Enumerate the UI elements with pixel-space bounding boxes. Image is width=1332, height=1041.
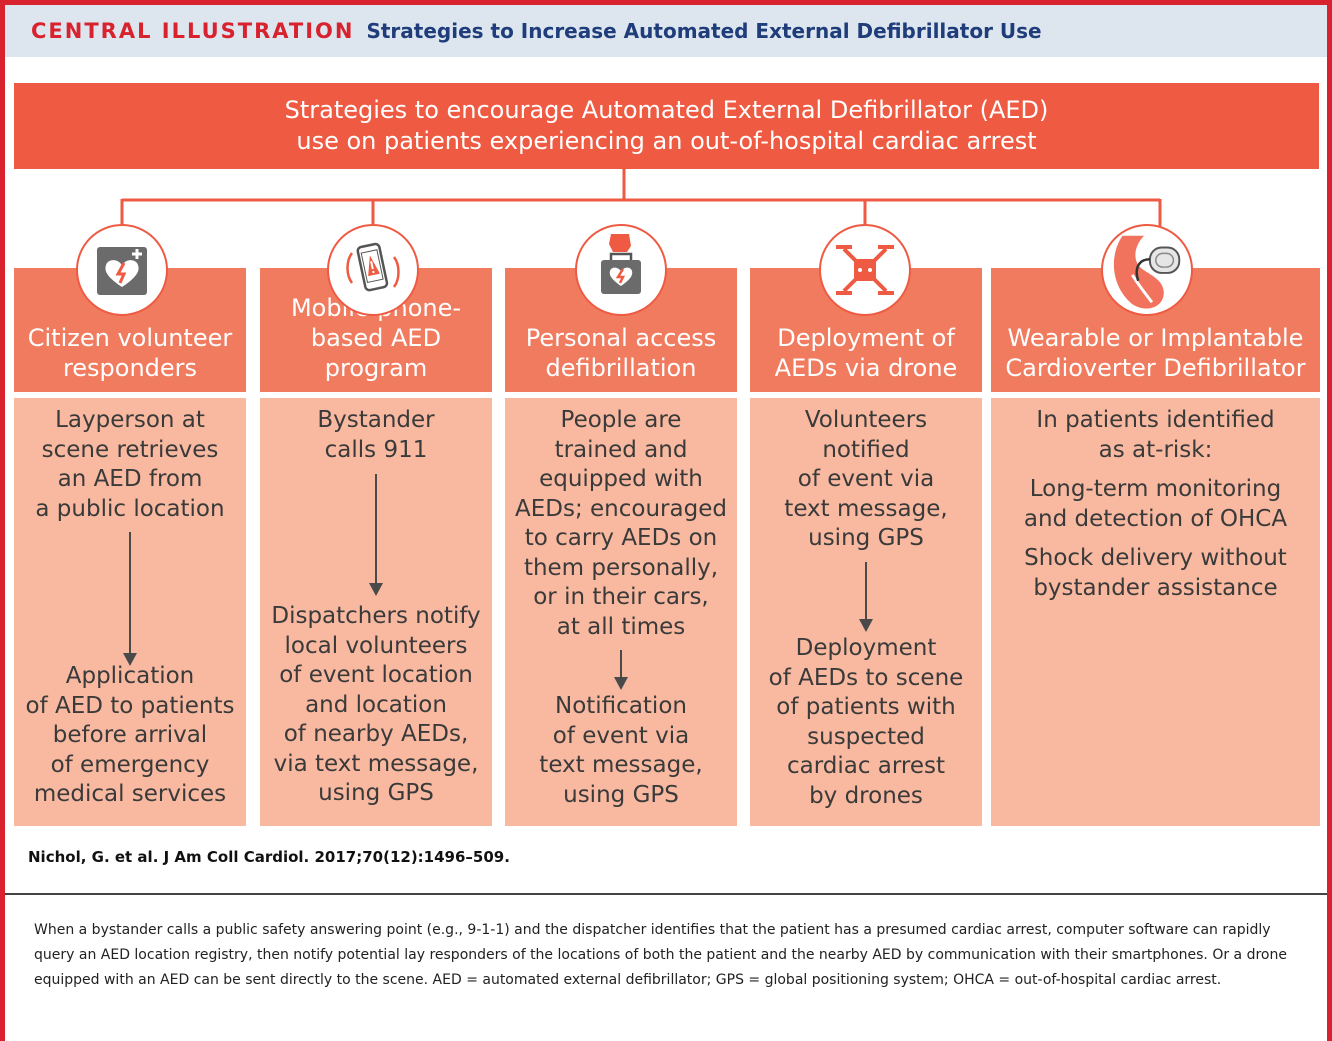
- flow-arrow: [859, 562, 873, 632]
- step-text-line: by drones: [809, 782, 923, 809]
- flow-arrow: [123, 532, 137, 666]
- step-middle: Long-term monitoring and detection of OHC…: [991, 475, 1320, 534]
- strategy-title: Mobile phone- based AED program: [260, 268, 492, 392]
- title-line: Citizen volunteer: [27, 324, 233, 352]
- step-text-line: an AED from: [57, 466, 203, 492]
- step-top: Volunteers notified of event via text mess…: [750, 406, 982, 554]
- step-text-line: text message,: [784, 495, 948, 522]
- figure-caption: When a bystander calls a public safety a…: [34, 922, 1287, 988]
- strategy-body: In patients identified as at-risk: Long-t…: [991, 398, 1320, 826]
- step-text-line: using GPS: [808, 525, 924, 551]
- step-text-line: before arrival: [52, 722, 208, 748]
- strategies-banner: Strategies to encourage Automated Extern…: [14, 83, 1319, 169]
- banner-line-2: use on patients experiencing an out-of-h…: [296, 127, 1037, 155]
- step-bottom: Notification of event via text message, us…: [505, 692, 737, 810]
- title-line: Cardioverter Defibrillator: [1005, 354, 1306, 382]
- step-text-line: In patients identified: [1036, 407, 1275, 433]
- mobile-phone-icon: [327, 224, 419, 316]
- step-text-line: of emergency: [50, 751, 210, 778]
- title-line: based AED program: [310, 324, 442, 382]
- title-line: defibrillation: [545, 354, 697, 382]
- strategy-body: Volunteers notified of event via text mess…: [750, 398, 982, 826]
- banner-line-1: Strategies to encourage Automated Extern…: [284, 96, 1049, 124]
- step-text-line: Shock delivery without: [1024, 545, 1287, 571]
- step-text-line: as at-risk:: [1098, 436, 1213, 463]
- citation: Nichol, G. et al. J Am Coll Cardiol. 201…: [28, 848, 510, 866]
- drone-icon: [819, 224, 911, 316]
- step-bottom: Dispatchers notify local volunteers of ev…: [260, 602, 492, 809]
- step-text-line: and location: [305, 691, 447, 718]
- step-text-line: equipped with: [539, 466, 703, 492]
- aed-heart-icon: [76, 224, 168, 316]
- step-text-line: using GPS: [318, 780, 434, 806]
- step-text-line: calls 911: [324, 436, 428, 463]
- step-text-line: and detection of OHCA: [1023, 505, 1288, 532]
- step-text-line: scene retrieves: [41, 436, 219, 463]
- step-text-line: trained and: [554, 436, 688, 463]
- step-text-line: local volunteers: [284, 632, 468, 659]
- step-text-line: medical services: [33, 781, 227, 807]
- step-top: In patients identified as at-risk:: [991, 406, 1320, 465]
- step-text-line: People are: [560, 407, 682, 433]
- strategy-mobile-phone: Mobile phone- based AED program Bystande…: [260, 268, 492, 826]
- step-text-line: suspected: [807, 723, 925, 750]
- strategy-body: Bystander calls 911 Dispatchers notify loc…: [260, 398, 492, 826]
- step-bottom: Deployment of AEDs to scene of patients w…: [750, 634, 982, 811]
- step-text-line: at all times: [556, 613, 686, 640]
- step-text-line: using GPS: [563, 781, 679, 808]
- step-text-line: or in their cars,: [533, 584, 709, 610]
- step-text-line: via text message,: [273, 750, 479, 777]
- flow-arrow: [614, 650, 628, 690]
- step-text-line: of AEDs to scene: [768, 664, 964, 691]
- implantable-defibrillator-icon: [1101, 224, 1193, 316]
- strategy-drone: Deployment of AEDs via drone Volunteers n…: [750, 268, 982, 826]
- hand-carrying-aed-icon: [575, 224, 667, 316]
- step-text-line: of event via: [797, 466, 935, 492]
- strategy-body: Layperson at scene retrieves an AED from a…: [14, 398, 246, 826]
- step-text-line: Dispatchers notify: [271, 603, 481, 629]
- step-text-line: cardiac arrest: [786, 753, 946, 779]
- figure-title: Strategies to Increase Automated Externa…: [366, 19, 1042, 43]
- strategy-title: Wearable or Implantable Cardioverter Def…: [991, 268, 1320, 392]
- step-text-line: notified: [822, 436, 910, 463]
- step-text-line: bystander assistance: [1033, 574, 1278, 601]
- step-bottom: Application of AED to patients before arr…: [14, 662, 246, 810]
- step-text-line: of patients with: [776, 694, 956, 720]
- step-text-line: Deployment: [795, 635, 937, 661]
- title-line: Deployment of: [777, 324, 955, 352]
- step-text-line: text message,: [539, 752, 703, 778]
- step-text-line: AEDs; encouraged: [515, 495, 727, 522]
- title-line: AEDs via drone: [774, 354, 958, 382]
- step-text-line: of AED to patients: [25, 692, 235, 719]
- title-line: Personal access: [525, 324, 717, 352]
- step-text-line: Notification: [555, 693, 687, 719]
- step-text-line: Volunteers: [804, 407, 928, 433]
- strategy-personal-access: Personal access defibrillation People ar…: [505, 268, 737, 826]
- title-line: Wearable or Implantable: [1007, 324, 1304, 352]
- title-line: responders: [62, 354, 198, 382]
- step-text-line: of event location: [279, 662, 473, 688]
- step-text-line: of nearby AEDs,: [283, 721, 469, 747]
- step-text-line: of event via: [552, 722, 690, 749]
- step-text-line: a public location: [35, 495, 225, 522]
- step-top: Layperson at scene retrieves an AED from a…: [14, 406, 246, 524]
- divider: [5, 893, 1327, 895]
- step-bottom: Shock delivery without bystander assistan…: [991, 544, 1320, 603]
- step-top: Bystander calls 911: [260, 406, 492, 465]
- step-text-line: to carry AEDs on: [524, 525, 718, 551]
- step-text-line: Layperson at: [55, 407, 205, 433]
- strategy-wearable-icd: Wearable or Implantable Cardioverter Def…: [991, 268, 1320, 826]
- step-text-line: Application: [65, 663, 195, 689]
- central-illustration-label: CENTRAL ILLUSTRATION: [31, 19, 355, 43]
- flow-arrow: [369, 474, 383, 596]
- step-text-line: Long-term monitoring: [1029, 476, 1282, 502]
- step-text-line: Bystander: [317, 407, 435, 433]
- step-text-line: them personally,: [523, 554, 719, 581]
- header-bar: CENTRAL ILLUSTRATION Strategies to Incre…: [5, 5, 1327, 57]
- strategy-citizen-volunteer: Citizen volunteer responders Layperson a…: [14, 268, 246, 826]
